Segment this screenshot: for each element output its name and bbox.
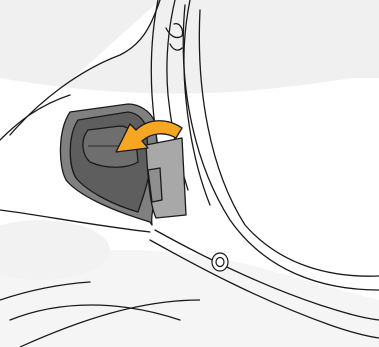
bolt-hole: [212, 253, 228, 271]
